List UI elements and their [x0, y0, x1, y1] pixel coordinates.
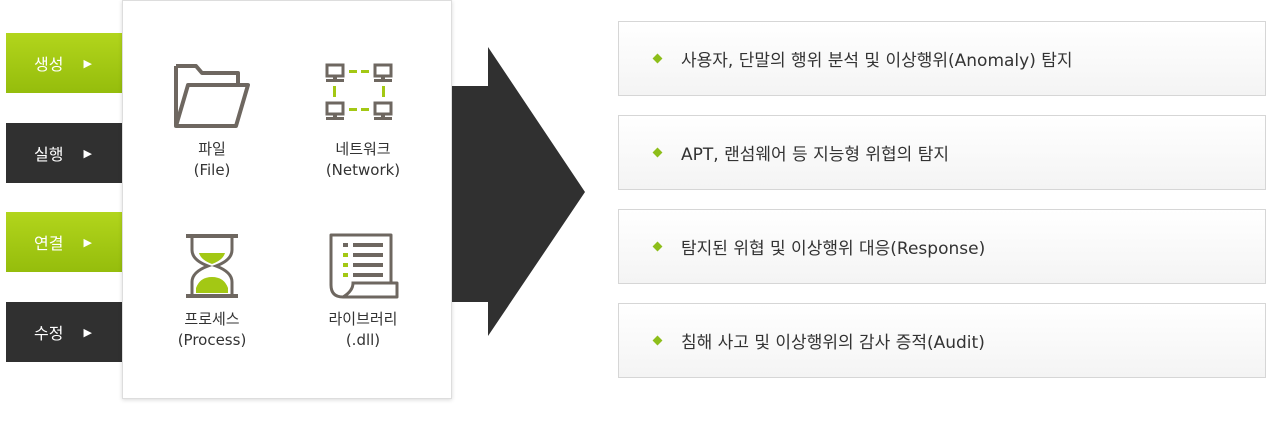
- category-subtitle: (Process): [177, 331, 247, 349]
- category-library: 라이브러리 (.dll): [288, 233, 438, 351]
- category-file: 파일 (File): [137, 63, 287, 181]
- diamond-bullet-icon: [652, 53, 663, 64]
- category-subtitle: (File): [193, 161, 231, 179]
- diamond-bullet-icon: [652, 241, 663, 252]
- folder-icon: [174, 64, 250, 128]
- result-text: APT, 랜섬웨어 등 지능형 위협의 탐지: [681, 145, 950, 165]
- play-arrow-icon: ▶: [83, 56, 92, 70]
- result-item: 침해 사고 및 이상행위의 감사 증적(Audit): [618, 303, 1266, 378]
- diamond-bullet-icon: [652, 147, 663, 158]
- play-arrow-icon: ▶: [83, 325, 92, 339]
- category-title: 네트워크: [335, 140, 391, 158]
- category-title: 파일: [198, 140, 226, 158]
- result-text: 침해 사고 및 이상행위의 감사 증적(Audit): [681, 333, 985, 353]
- play-arrow-icon: ▶: [83, 146, 92, 160]
- result-item: 탐지된 위협 및 이상행위 대응(Response): [618, 209, 1266, 284]
- hourglass-icon: [186, 234, 238, 298]
- result-text: 탐지된 위협 및 이상행위 대응(Response): [681, 239, 986, 259]
- category-panel: 파일 (File) 네트워크 (Network): [122, 0, 452, 399]
- tab-label: 수정: [34, 324, 64, 343]
- network-icon: [325, 63, 393, 120]
- result-item: APT, 랜섬웨어 등 지능형 위협의 탐지: [618, 115, 1266, 190]
- big-right-arrow-icon: [452, 47, 585, 336]
- category-process: 프로세스 (Process): [137, 233, 287, 351]
- category-network: 네트워크 (Network): [288, 63, 438, 181]
- tab-label: 연결: [34, 234, 64, 253]
- result-text: 사용자, 단말의 행위 분석 및 이상행위(Anomaly) 탐지: [681, 51, 1073, 71]
- tab-label: 실행: [34, 145, 64, 164]
- tab-label: 생성: [34, 55, 64, 74]
- category-title: 프로세스: [184, 310, 240, 328]
- category-title: 라이브러리: [328, 310, 398, 328]
- result-item: 사용자, 단말의 행위 분석 및 이상행위(Anomaly) 탐지: [618, 21, 1266, 96]
- category-subtitle: (.dll): [345, 331, 381, 349]
- diamond-bullet-icon: [652, 335, 663, 346]
- document-list-icon: [329, 233, 399, 299]
- play-arrow-icon: ▶: [83, 235, 92, 249]
- category-subtitle: (Network): [325, 161, 401, 179]
